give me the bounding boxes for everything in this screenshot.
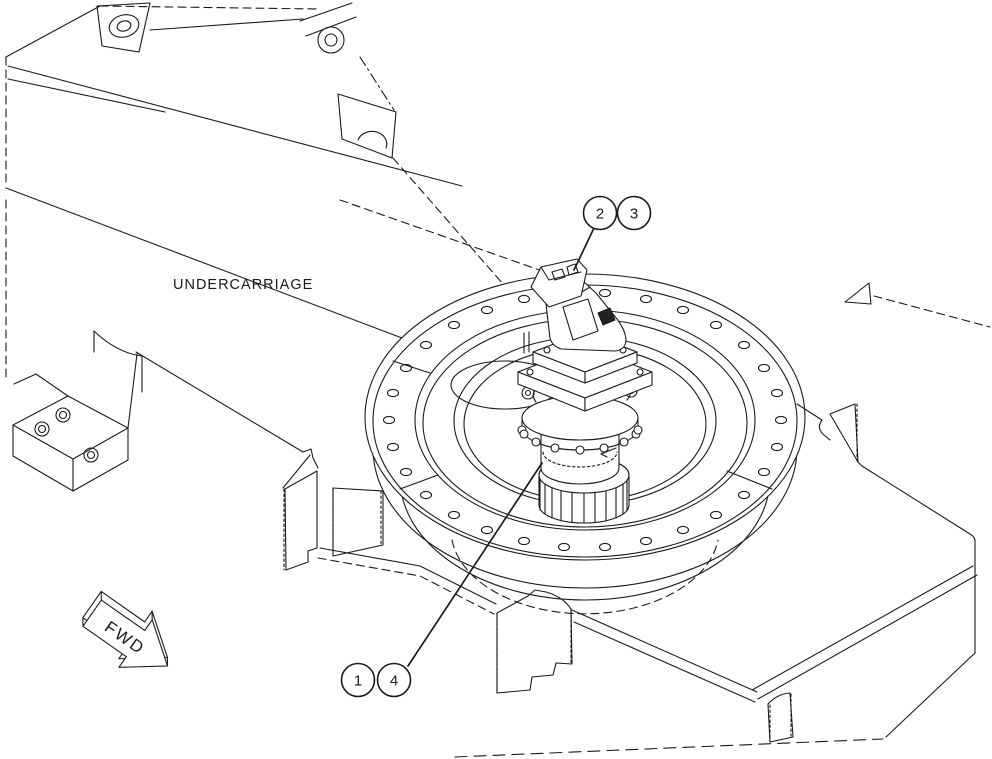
callout-2-number: 2 xyxy=(596,206,604,223)
flange-bolts xyxy=(517,425,643,455)
frame-bottom-right xyxy=(454,465,978,758)
undercarriage-frame xyxy=(5,2,978,758)
frame-back-edge-right xyxy=(796,282,991,467)
frame-link-lug xyxy=(299,2,357,54)
swing-drive-assembly xyxy=(517,258,653,524)
frame-lug-left xyxy=(96,2,151,53)
bolt-hole-circle xyxy=(382,288,788,552)
frame-front-gusset xyxy=(496,589,573,694)
motor-port-block xyxy=(530,258,588,308)
fwd-arrow-icon: FWD xyxy=(82,590,169,668)
leader-line-2-3 xyxy=(573,227,595,271)
callout-3-number: 3 xyxy=(630,206,638,223)
callout-1[interactable]: 1 xyxy=(340,662,376,698)
undercarriage-label: UNDERCARRIAGE xyxy=(173,277,313,293)
callout-1-number: 1 xyxy=(354,673,362,690)
frame-gusset-rib-2 xyxy=(332,487,384,557)
callout-2[interactable]: 2 xyxy=(582,195,618,231)
drive-housing-body xyxy=(540,429,620,485)
leader-line-1-4 xyxy=(407,462,543,667)
swing-motor xyxy=(530,258,627,352)
frame-gusset-rib-1 xyxy=(283,470,318,571)
callout-4[interactable]: 4 xyxy=(376,662,412,698)
frame-gusset-rib-3 xyxy=(767,692,794,743)
bearing-housing-skirt xyxy=(372,447,798,615)
frame-mounting-pad xyxy=(12,373,129,492)
callout-3[interactable]: 3 xyxy=(616,195,652,231)
callout-4-number: 4 xyxy=(390,673,398,690)
frame-corner-plate xyxy=(337,93,397,159)
